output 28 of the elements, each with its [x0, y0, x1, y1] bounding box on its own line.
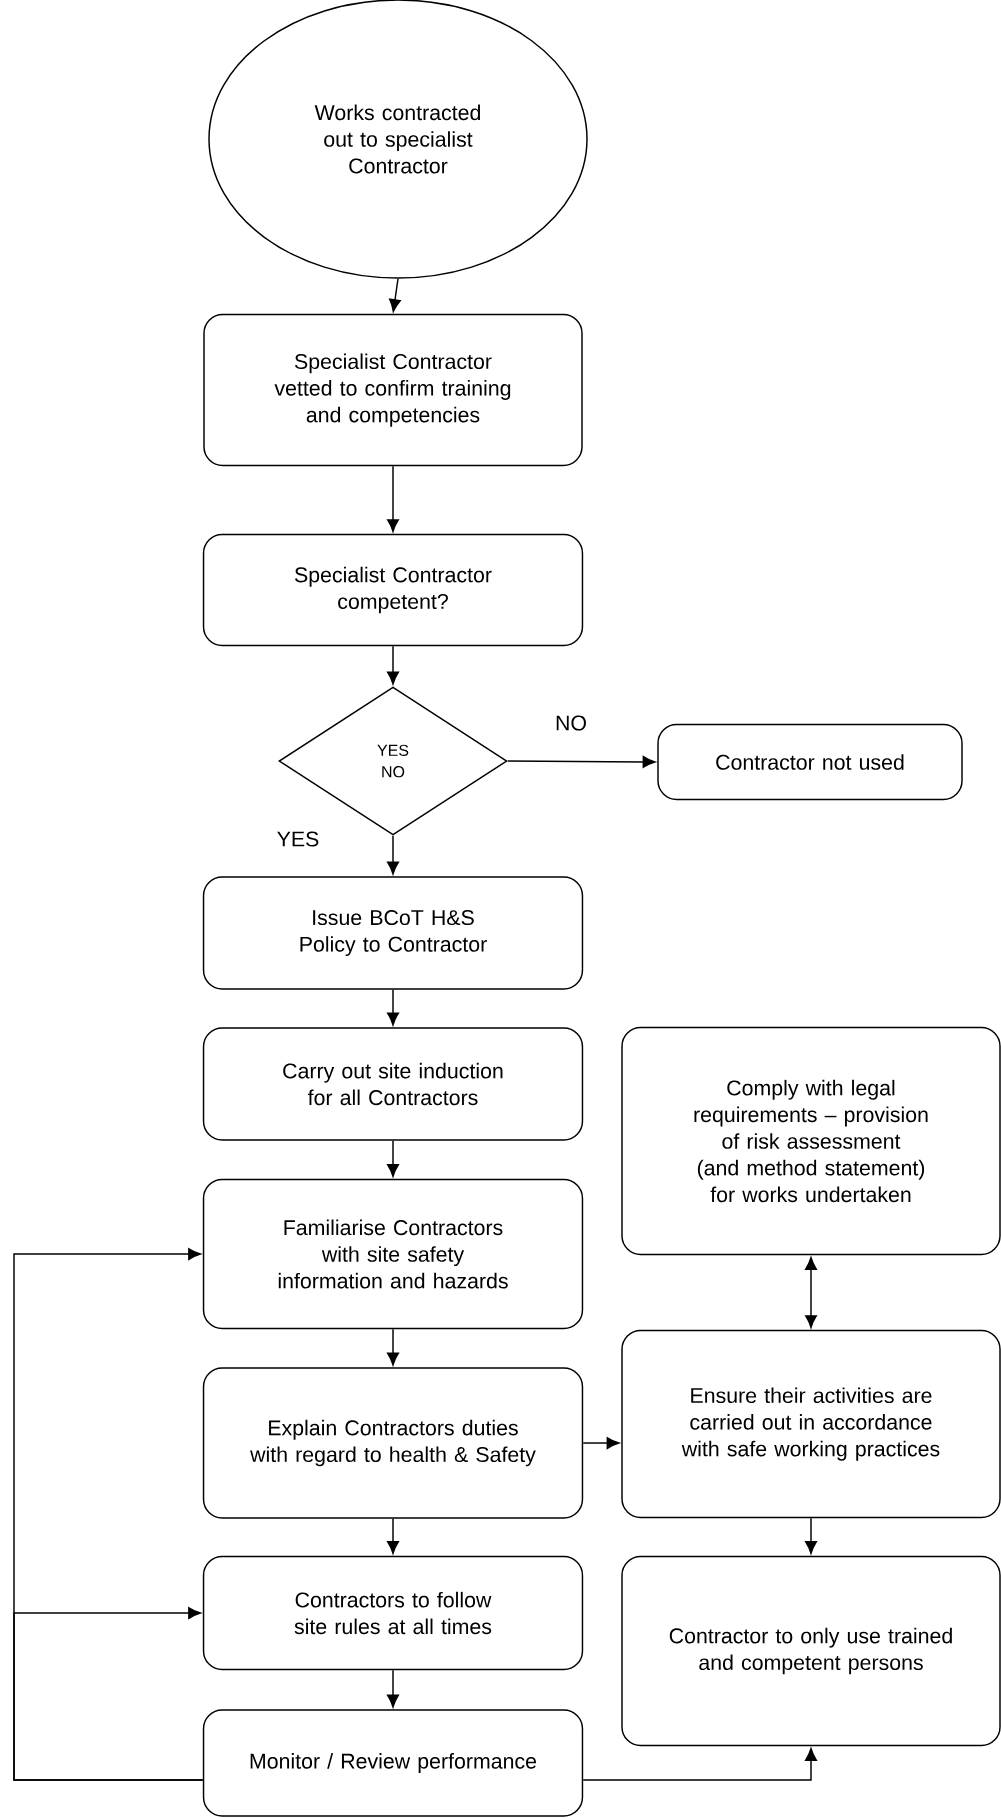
process-box: Ensure their activities are carried out in accordance with safe working practices [621, 1329, 1001, 1519]
process-box: Issue BCoT H&S Policy to Contractor [202, 876, 584, 990]
process-box: Contractors to follow site rules at all times [202, 1555, 584, 1671]
arrow [387, 645, 399, 685]
process-box: Carry out site induction for all Contractors [202, 1027, 584, 1141]
arrow [387, 465, 399, 532]
edge-label: NO [553, 714, 589, 732]
process-box: Contractor to only use trained and competent persons [621, 1555, 1001, 1747]
arrow [805, 1257, 817, 1329]
arrow [13, 1607, 204, 1781]
process-box: Explain Contractors duties with regard to health & Safety [202, 1367, 584, 1519]
process-box: Monitor / Review performance [202, 1709, 584, 1817]
arrow [387, 1328, 399, 1366]
process-box: Comply with legal requirements – provision of risk assessment (and method statement) for works undertaken [621, 1026, 1001, 1256]
arrow [805, 1517, 817, 1554]
process-box: Specialist Contractor competent? [202, 533, 584, 647]
arrow [582, 1437, 620, 1449]
arrow [582, 1748, 817, 1781]
arrow [389, 278, 401, 313]
process-box: Specialist Contractor vetted to confirm training and competencies [203, 313, 583, 467]
process-box: Contractor not used [657, 723, 963, 801]
arrow [387, 989, 399, 1026]
arrow [387, 1669, 399, 1708]
arrow [387, 1140, 399, 1177]
process-box: Familiarise Contractors with site safety information and hazards [202, 1178, 584, 1330]
arrow [387, 835, 399, 875]
arrow [507, 755, 656, 768]
arrow [387, 1518, 399, 1554]
